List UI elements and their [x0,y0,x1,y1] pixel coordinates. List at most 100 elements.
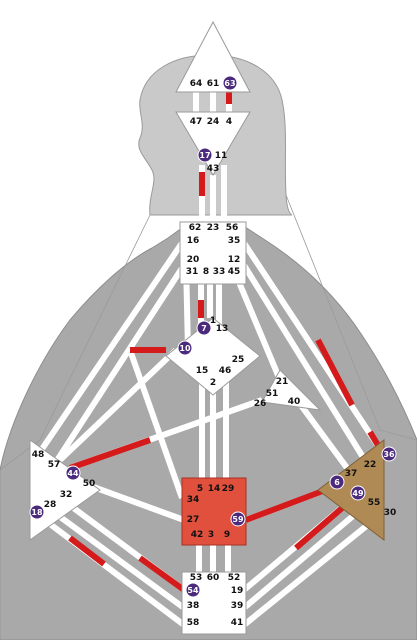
gate-number: 34 [187,495,200,505]
gate-34: 34 [187,495,200,505]
gate-39: 39 [231,601,244,611]
gate-15: 15 [196,366,209,376]
active-gate-marker [177,340,193,356]
spleen-center [29,439,101,541]
gate-number: 32 [60,490,73,500]
gate-31: 31 [186,267,199,277]
gate-1: 1 [210,316,216,326]
gate-44: 44 [65,465,81,481]
gate-45: 45 [228,267,241,277]
gate-number: 57 [48,460,61,470]
gate-number: 51 [266,389,279,399]
gate-35: 35 [228,236,241,246]
gate-56: 56 [226,223,239,233]
channel-45-21 [233,273,283,382]
gate-number: 30 [384,508,397,518]
gate-number: 13 [216,324,229,334]
gate-number: 59 [232,515,244,524]
gate-number: 22 [364,460,377,470]
gate-23: 23 [207,223,220,233]
gate-43: 43 [207,164,220,174]
gate-number: 17 [199,151,210,160]
gate-16: 16 [187,236,200,246]
left-aura [0,214,151,640]
channel-12-22 [239,260,369,464]
gate-number: 9 [224,530,230,540]
throat-center [179,221,247,285]
active-segment-18 [68,535,106,567]
gate-number: 58 [187,618,200,628]
gate-17: 17 [197,147,213,163]
gate-number: 33 [213,267,226,277]
gate-number: 62 [189,223,202,233]
gate-14: 14 [208,484,221,494]
gate-2: 2 [210,378,216,388]
gate-number: 64 [190,79,203,89]
gate-number: 38 [187,601,200,611]
gate-52: 52 [228,573,241,583]
gate-42: 42 [191,530,204,540]
channel-20-57 [53,260,189,464]
active-gate-marker [65,465,81,481]
channel-55-39 [242,502,368,611]
head-center [175,20,251,93]
gate-27: 27 [187,515,200,525]
gate-number: 46 [219,366,232,376]
gate-49: 49 [350,485,366,501]
gate-6: 6 [329,474,345,490]
gate-48: 48 [32,450,45,460]
active-gate-marker [222,75,238,91]
gate-number: 6 [334,478,340,487]
gate-38: 38 [187,601,200,611]
gate-8: 8 [203,267,209,277]
gate-41: 41 [231,618,244,628]
solar-plexus-center [317,438,385,542]
gate-number: 48 [32,450,45,460]
gate-number: 4 [226,117,232,127]
heart-center [261,369,322,411]
sacral-center [181,477,247,546]
gate-number: 39 [231,601,244,611]
channel-50-27 [86,482,186,523]
gate-10: 10 [177,340,193,356]
centers [29,20,385,635]
gate-7: 7 [196,320,212,336]
gate-number: 44 [67,469,79,478]
channel-40-37 [297,402,353,474]
gate-18: 18 [29,504,45,520]
root-center [181,571,247,635]
channel-10-34 [127,349,185,499]
gate-47: 47 [190,117,203,127]
gate-57: 57 [48,460,61,470]
gate-number: 26 [254,399,267,409]
active-gate-marker [185,582,201,598]
gate-26: 26 [254,399,267,409]
gate-12: 12 [228,255,241,265]
gate-33: 33 [213,267,226,277]
gate-number: 40 [288,397,301,407]
gate-number: 27 [187,515,200,525]
gate-number: 19 [231,586,244,596]
gate-59: 59 [230,511,246,527]
gate-number: 18 [31,508,43,517]
gate-number: 60 [207,573,220,583]
gate-20: 20 [187,255,200,265]
gate-number: 2 [210,378,216,388]
gate-64: 64 [190,79,203,89]
gate-5: 5 [197,484,203,494]
gate-number: 49 [352,489,364,498]
gate-number: 43 [207,164,220,174]
gate-number: 7 [201,324,207,333]
gate-number: 42 [191,530,204,540]
active-gate-marker [230,511,246,527]
gate-61: 61 [207,79,220,89]
gate-46: 46 [219,366,232,376]
gate-number: 3 [208,530,214,540]
gate-number: 20 [187,255,200,265]
gate-number: 24 [207,117,220,127]
gate-37: 37 [345,469,358,479]
gate-54: 54 [185,582,201,598]
